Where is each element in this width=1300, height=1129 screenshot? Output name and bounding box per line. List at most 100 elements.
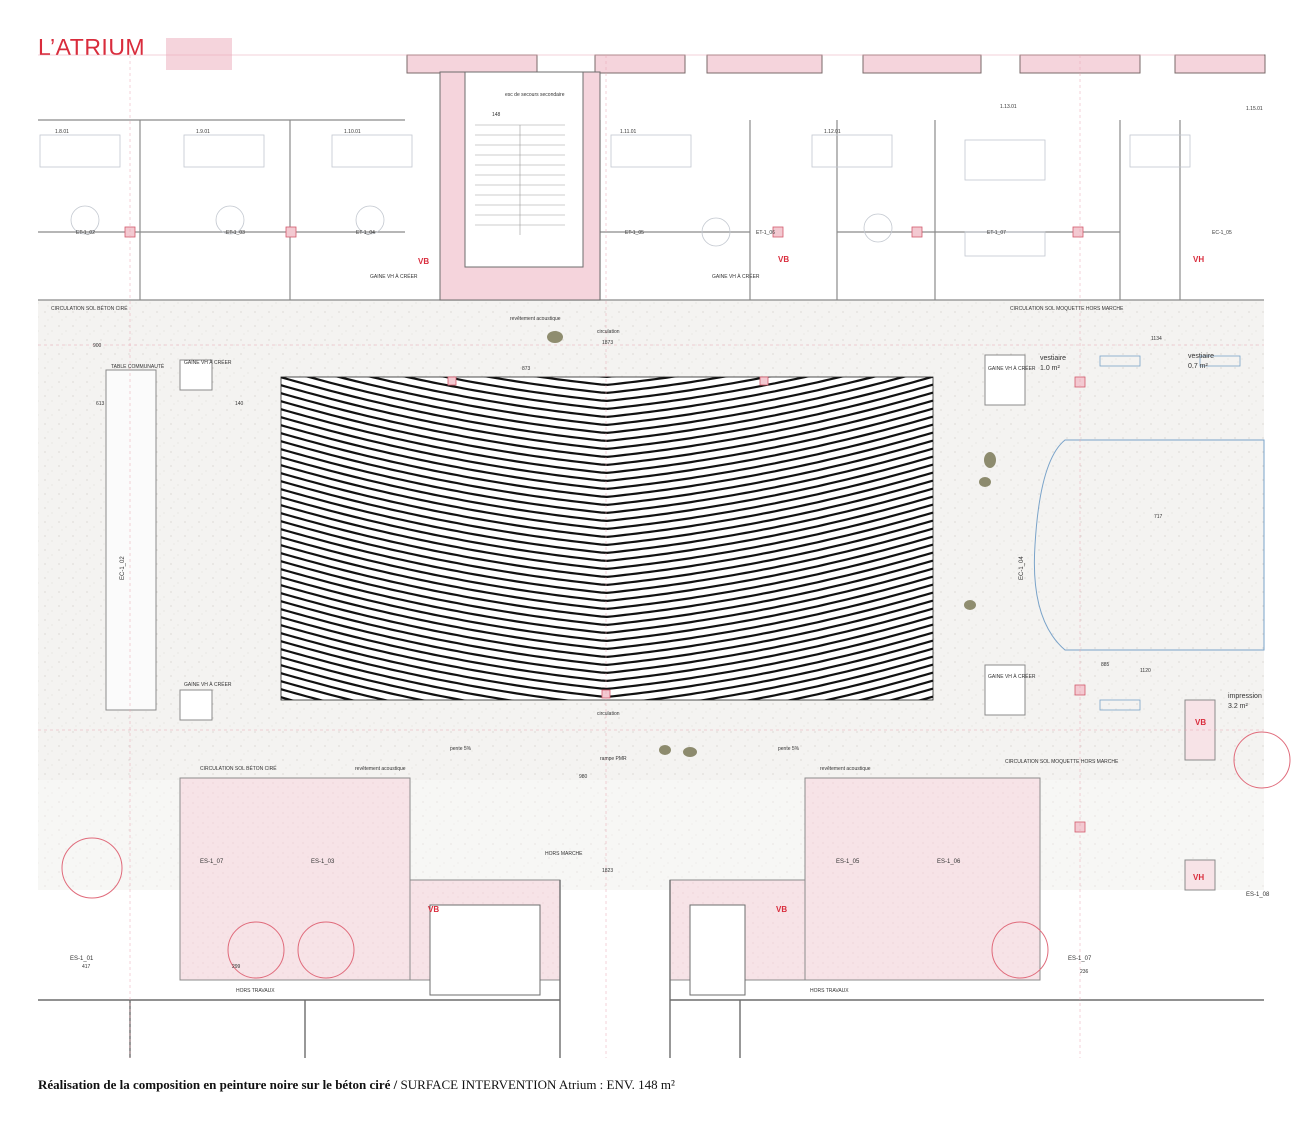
- dimension-labels: 900 1873 613 140 873 1134 717 885 1120 9…: [82, 112, 1163, 975]
- dimension: 236: [1080, 969, 1089, 975]
- composition-line: [334, 377, 878, 427]
- people-figures: [547, 331, 996, 757]
- room-label: 1.13.01: [1000, 104, 1017, 110]
- composition-line: [271, 70, 943, 137]
- composition-line: [271, 998, 943, 1065]
- composition-line: [271, 0, 943, 25]
- office-label: ET-1_06: [756, 230, 775, 236]
- lower-rooms: [61, 731, 1291, 996]
- composition-line: [281, 591, 933, 659]
- composition-line: [281, 377, 933, 443]
- grid-axes: [38, 55, 1264, 1058]
- office-label: ET-1_03: [226, 230, 245, 236]
- composition-line: [366, 377, 845, 419]
- gaine-label: GAINE VH À CRÉER: [988, 365, 1036, 372]
- office-walls: [38, 119, 1264, 301]
- composition-line: [281, 407, 933, 475]
- composition-line: [281, 655, 933, 700]
- dimension: 873: [522, 366, 531, 372]
- composition-line: [281, 623, 933, 691]
- gaine-label: GAINE VH À CRÉER: [988, 673, 1036, 680]
- composition-line: [271, 1038, 943, 1105]
- composition-line: [281, 535, 933, 603]
- lounge: [984, 354, 1265, 761]
- caption-regular: SURFACE INTERVENTION Atrium : ENV. 148 m…: [397, 1077, 675, 1092]
- office-label: ET-1_07: [987, 230, 1006, 236]
- vh-label: VH: [1193, 255, 1204, 264]
- composition-line: [271, 166, 943, 233]
- stair-label: esc de secours secondaire: [505, 92, 565, 98]
- composition-line: [271, 0, 943, 1]
- composition-line: [281, 559, 933, 627]
- composition-line: [271, 150, 943, 217]
- zone-label: EC-1_02: [120, 556, 126, 580]
- composition-line: [281, 647, 933, 700]
- composition-line: [271, 974, 943, 1041]
- vh-label: VH: [1193, 873, 1204, 882]
- composition-line: [271, 238, 943, 305]
- composition-line: [281, 455, 933, 523]
- composition-line: [304, 377, 908, 435]
- composition-line: [271, 118, 943, 185]
- page-title: L’ATRIUM: [38, 34, 146, 60]
- gaine-label: GAINE VH À CRÉER: [712, 273, 760, 280]
- zone-label: ES-1_01: [70, 956, 94, 962]
- composition-line: [271, 0, 943, 33]
- composition-line: [271, 0, 943, 17]
- hors-marche-label: HORS MARCHE: [545, 851, 583, 857]
- vb-label: VB: [1195, 718, 1206, 727]
- composition-line: [439, 377, 772, 403]
- gaine-label: GAINE VH À CRÉER: [184, 681, 232, 688]
- composition-line: [281, 639, 933, 700]
- composition-line: [281, 431, 933, 499]
- composition-line: [281, 415, 933, 483]
- composition-line: [271, 1062, 943, 1129]
- room-label: 1.12.01: [824, 129, 841, 135]
- table-label: TABLE COMMUNAUTÉ: [111, 363, 165, 370]
- vb-label: VB: [428, 905, 439, 914]
- vb-label: VB: [778, 255, 789, 264]
- dimension: 299: [232, 964, 241, 970]
- dimension: 148: [492, 112, 501, 118]
- composition-line: [271, 0, 943, 57]
- room-label: 1.9.01: [196, 129, 210, 135]
- impression-area: 3.2 m²: [1228, 703, 1249, 710]
- dimension: 1873: [602, 340, 613, 346]
- composition-line: [281, 551, 933, 619]
- room-label: 1.11.01: [620, 129, 637, 135]
- composition-line: [281, 471, 933, 539]
- office-furniture: [39, 134, 1191, 257]
- gaine-label: GAINE VH À CRÉER: [184, 359, 232, 366]
- dimension: 140: [235, 401, 244, 407]
- composition-line: [281, 383, 933, 451]
- composition-line: [281, 583, 933, 651]
- caption-bold: Réalisation de la composition en peintur…: [38, 1077, 398, 1092]
- composition-line: [281, 391, 933, 459]
- dimension: 900: [93, 343, 102, 349]
- vb-vh-labels: VB VB VH VB VB VB VH: [418, 255, 1206, 914]
- composition-line: [281, 615, 933, 683]
- dimension: 1120: [1140, 668, 1151, 674]
- dimension: 1134: [1151, 336, 1162, 342]
- zone-labels: EC-1_02 EC-1_04 ES-1_07 ES-1_03 ES-1_05 …: [70, 556, 1270, 962]
- dimension: 885: [1101, 662, 1110, 668]
- vb-label: VB: [418, 257, 429, 266]
- vestiaire-area: 0.7 m²: [1188, 363, 1209, 370]
- zone-label: ES-1_07: [200, 859, 224, 865]
- composition-line: [271, 1014, 943, 1081]
- zone-label: ES-1_06: [937, 859, 961, 865]
- circulation-floor-label: CIRCULATION SOL MOQUETTE HORS MARCHE: [1005, 759, 1119, 765]
- dimension: 613: [96, 401, 105, 407]
- room-label: 1.8.01: [55, 129, 69, 135]
- composition-line: [271, 182, 943, 249]
- composition-line: [281, 463, 933, 531]
- composition-line: [281, 479, 933, 547]
- composition-line: [281, 439, 933, 507]
- hors-travaux-label: HORS TRAVAUX: [810, 988, 849, 994]
- composition-line: [271, 0, 943, 9]
- composition-line: [271, 214, 943, 281]
- composition-line: [271, 0, 943, 41]
- composition-line: [532, 377, 680, 387]
- composition-line: [281, 567, 933, 635]
